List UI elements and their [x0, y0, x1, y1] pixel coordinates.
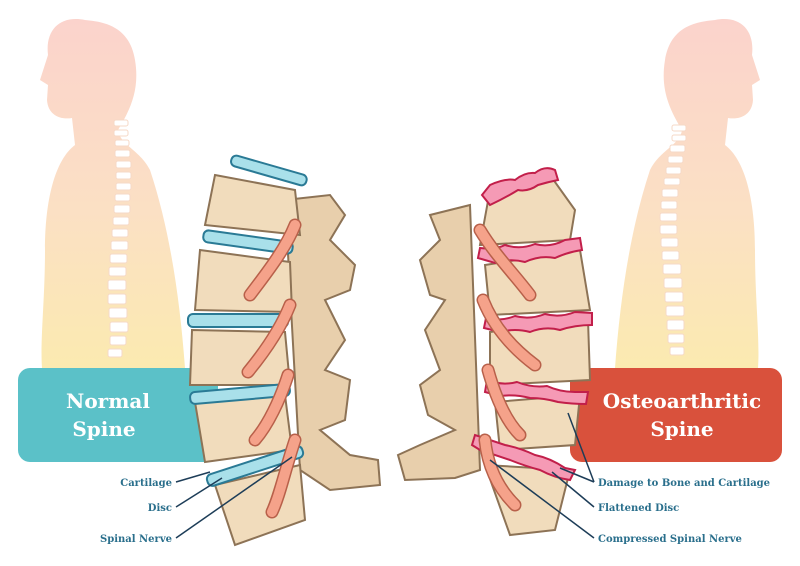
label-spinal-nerve: Spinal Nerve [100, 534, 172, 545]
normal-disc [187, 313, 289, 328]
osteoarthritic-vertebrae [396, 167, 593, 537]
spinal-nerve [241, 218, 302, 519]
right-spine-icon [659, 124, 687, 356]
flattened-disc [483, 378, 590, 406]
normal-title-line1: Normal [66, 389, 150, 413]
label-damage-bone-cartilage: Damage to Bone and Cartilage [598, 478, 770, 489]
label-disc: Disc [148, 503, 172, 514]
left-body-silhouette [40, 19, 185, 368]
normal-disc [230, 154, 308, 187]
normal-title-line2: Spine [72, 417, 135, 441]
normal-disc [202, 229, 294, 255]
label-compressed-spinal-nerve: Compressed Spinal Nerve [598, 534, 742, 545]
osteo-title-line2: Spine [650, 417, 713, 441]
normal-disc [205, 445, 305, 487]
label-cartilage: Cartilage [120, 478, 172, 489]
flattened-disc [470, 433, 577, 482]
osteoarthritic-spine-panel: Osteoarthritic Spine [570, 368, 782, 462]
label-flattened-disc: Flattened Disc [598, 503, 679, 514]
left-spine-icon [107, 119, 132, 358]
osteo-title-line1: Osteoarthritic [603, 389, 761, 413]
flattened-disc [482, 310, 593, 334]
compressed-spinal-nerve [473, 223, 542, 512]
flattened-disc [480, 167, 560, 207]
leader-lines [175, 412, 595, 539]
normal-vertebrae [187, 154, 382, 547]
normal-spine-panel: Normal Spine [18, 368, 218, 462]
right-body-silhouette [615, 19, 760, 368]
